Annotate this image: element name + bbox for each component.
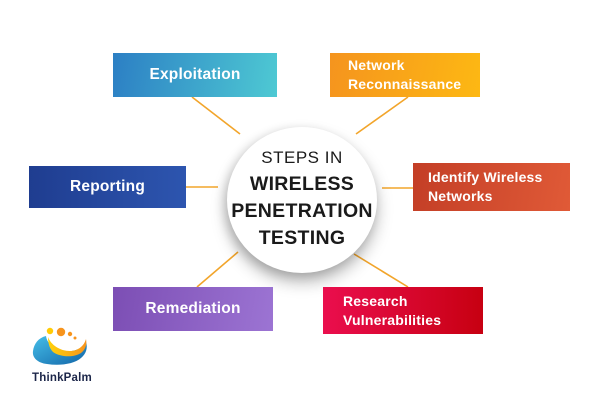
connector-line [355,96,409,135]
node-label: Identify Wireless [428,169,543,185]
center-title-line: TESTING [258,227,346,249]
logo-dot [46,327,54,335]
logo-dot [56,327,66,337]
node-label: Vulnerabilities [343,311,442,328]
logo-dot [73,336,77,340]
node-exploitation: Exploitation [113,53,277,97]
thinkpalm-logo-icon [32,327,87,365]
center-eyebrow: STEPS IN [261,148,343,167]
node-label: Research [343,292,408,309]
connector-line [191,96,241,135]
center-title-line: PENETRATION [231,200,373,222]
center-circle: STEPS IN WIRELESS PENETRATION TESTING [227,127,377,273]
thinkpalm-logo: ThinkPalm [28,326,96,384]
node-identify-wireless-networks: Identify Wireless Networks [413,163,570,211]
logo-dot [67,331,73,337]
node-research-vulnerabilities: Research Vulnerabilities [323,287,483,334]
node-label: Networks [428,188,493,204]
node-label: Remediation [145,300,241,317]
logo-palm-crescent [48,337,87,357]
node-label: Network [348,57,405,73]
connector-line [196,251,239,288]
node-reporting: Reporting [29,166,186,208]
node-network-reconnaissance: Network Reconnaissance [330,53,480,97]
logo-brand-text: ThinkPalm [32,372,92,384]
node-remediation: Remediation [113,287,273,331]
connector-line [353,253,409,288]
center-title-line: WIRELESS [249,173,355,195]
node-label: Reconnaissance [348,76,462,92]
node-label: Reporting [70,178,145,195]
node-label: Exploitation [149,66,241,83]
